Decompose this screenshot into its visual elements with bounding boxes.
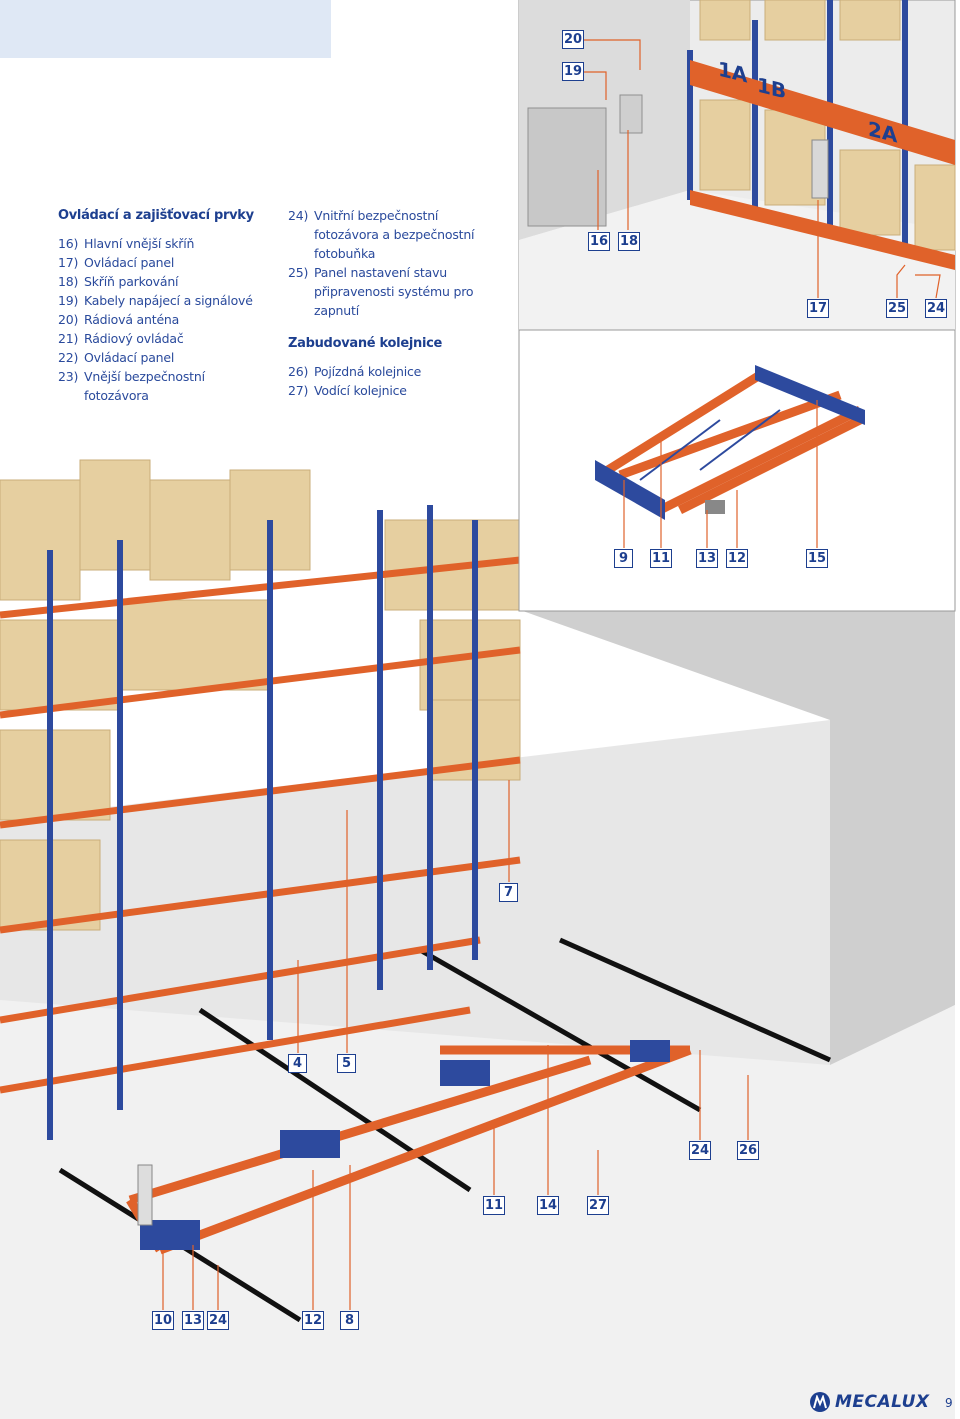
callout-11: 11 xyxy=(483,1196,506,1215)
legend-safety-rails: 24) Vnitřní bezpečnostní fotozávora a bez… xyxy=(288,206,508,400)
item-text: Vnitřní bezpečnostní fotozávora a bezpeč… xyxy=(314,208,475,261)
callout-4: 4 xyxy=(288,1054,307,1073)
list-item: 18) Skříň parkování xyxy=(58,272,278,291)
list-item: 26) Pojízdná kolejnice xyxy=(288,362,508,381)
list-item: 21) Rádiový ovládač xyxy=(58,329,278,348)
callout-24-top: 24 xyxy=(925,299,948,318)
callout-18: 18 xyxy=(618,232,641,251)
callout-19: 19 xyxy=(562,62,585,81)
callout-7: 7 xyxy=(499,883,518,902)
mecalux-logo: MECALUX xyxy=(810,1392,929,1412)
item-number: 20) xyxy=(58,312,79,327)
callout-17: 17 xyxy=(807,299,830,318)
callout-20: 20 xyxy=(562,30,585,49)
mecalux-logo-icon xyxy=(810,1392,830,1412)
item-text: Kabely napájecí a signálové xyxy=(84,293,253,308)
item-number: 18) xyxy=(58,274,79,289)
callout-15: 15 xyxy=(806,549,829,568)
item-text: Ovládací panel xyxy=(84,350,175,365)
callout-8: 8 xyxy=(340,1311,359,1330)
callout-9: 9 xyxy=(614,549,633,568)
item-number: 22) xyxy=(58,350,79,365)
legend-controls-title: Ovládací a zajišťovací prvky xyxy=(58,208,254,223)
item-number: 27) xyxy=(288,383,309,398)
item-text: Panel nastavení stavu připravenosti syst… xyxy=(314,265,474,318)
item-number: 25) xyxy=(288,265,309,280)
list-item: 17) Ovládací panel xyxy=(58,253,278,272)
list-item: 22) Ovládací panel xyxy=(58,348,278,367)
callout-24-bottom: 24 xyxy=(207,1311,230,1330)
item-text: Skříň parkování xyxy=(84,274,179,289)
page-number: 9 xyxy=(945,1396,953,1410)
item-text: Rádiový ovládač xyxy=(84,331,184,346)
list-item: 27) Vodící kolejnice xyxy=(288,381,508,400)
callout-5: 5 xyxy=(337,1054,356,1073)
item-number: 24) xyxy=(288,208,309,223)
legend-controls: Ovládací a zajišťovací prvky 16) Hlavní v… xyxy=(58,206,278,405)
callout-25: 25 xyxy=(886,299,909,318)
callout-27: 27 xyxy=(587,1196,610,1215)
callout-16: 16 xyxy=(588,232,611,251)
callout-24-mid: 24 xyxy=(689,1141,712,1160)
item-text: Hlavní vnější skříň xyxy=(84,236,195,251)
legend-rails-list: 26) Pojízdná kolejnice 27) Vodící kolejnic… xyxy=(288,362,508,400)
item-number: 23) xyxy=(58,369,79,384)
callout-13: 13 xyxy=(182,1311,205,1330)
list-item: 24) Vnitřní bezpečnostní fotozávora a bez… xyxy=(288,206,494,263)
item-text: Vodící kolejnice xyxy=(314,383,407,398)
callout-14: 14 xyxy=(537,1196,560,1215)
callout-10: 10 xyxy=(152,1311,175,1330)
item-number: 16) xyxy=(58,236,79,251)
legend-safety-list: 24) Vnitřní bezpečnostní fotozávora a bez… xyxy=(288,206,508,320)
list-item: 19) Kabely napájecí a signálové xyxy=(58,291,278,310)
list-item: 16) Hlavní vnější skříň xyxy=(58,234,278,253)
callout-11-inset: 11 xyxy=(650,549,673,568)
mecalux-wordmark: MECALUX xyxy=(835,1392,930,1412)
callout-26: 26 xyxy=(737,1141,760,1160)
legend-rails-title: Zabudované kolejnice xyxy=(288,336,443,351)
item-text: Ovládací panel xyxy=(84,255,175,270)
item-text: Pojízdná kolejnice xyxy=(314,364,422,379)
corner-accent-bar xyxy=(0,0,331,58)
item-number: 19) xyxy=(58,293,79,308)
item-text: Rádiová anténa xyxy=(84,312,180,327)
callout-13-inset: 13 xyxy=(696,549,719,568)
item-text: Vnější bezpečnostní fotozávora xyxy=(84,369,205,403)
callout-12: 12 xyxy=(302,1311,325,1330)
list-item: 23) Vnější bezpečnostní fotozávora xyxy=(58,367,224,405)
item-number: 26) xyxy=(288,364,309,379)
list-item: 25) Panel nastavení stavu připravenosti s… xyxy=(288,263,504,320)
callout-12-inset: 12 xyxy=(726,549,749,568)
item-number: 17) xyxy=(58,255,79,270)
legend-controls-list: 16) Hlavní vnější skříň 17) Ovládací panel… xyxy=(58,234,278,405)
item-number: 21) xyxy=(58,331,79,346)
list-item: 20) Rádiová anténa xyxy=(58,310,278,329)
